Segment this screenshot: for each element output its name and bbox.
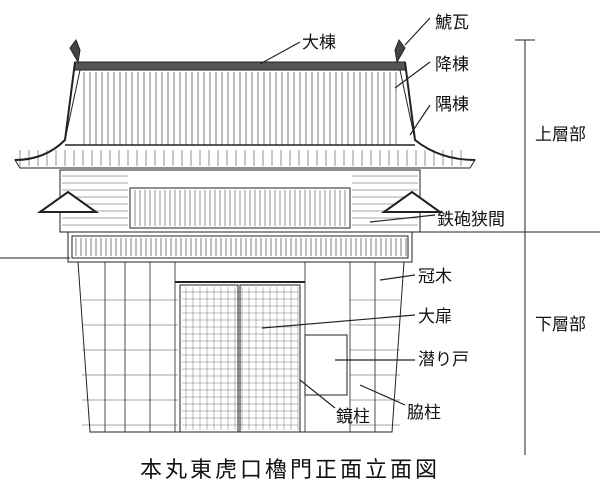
label-gun-port: 鉄砲狭間 bbox=[437, 210, 505, 230]
lower-structure bbox=[77, 261, 405, 433]
label-descending-ridge: 降棟 bbox=[435, 55, 469, 75]
label-corner-ridge: 隅棟 bbox=[435, 95, 469, 115]
label-wicket-door: 潜り戸 bbox=[418, 350, 469, 370]
label-shachi: 鯱瓦 bbox=[435, 13, 469, 33]
label-lower-section: 下層部 bbox=[535, 315, 586, 335]
label-upper-section: 上層部 bbox=[535, 125, 586, 145]
drawing-title: 本丸東虎口櫓門正面立面図 bbox=[140, 458, 441, 483]
label-main-door: 大扉 bbox=[418, 307, 452, 327]
label-side-pillar: 脇柱 bbox=[407, 403, 441, 423]
upper-wall bbox=[36, 169, 444, 233]
label-ridge: 大棟 bbox=[302, 33, 336, 53]
label-lintel: 冠木 bbox=[418, 267, 452, 287]
label-mirror-pillar: 鏡柱 bbox=[336, 407, 370, 427]
balcony-railing bbox=[67, 231, 413, 263]
upper-roof bbox=[14, 38, 476, 169]
